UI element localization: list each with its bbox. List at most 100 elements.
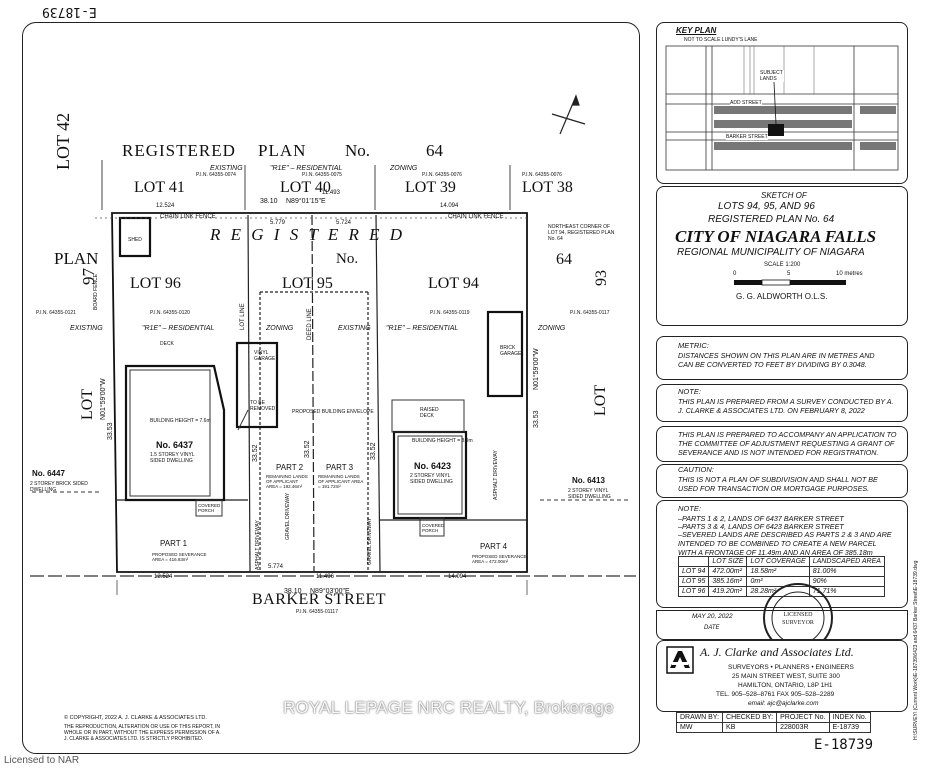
- no-mid-label: No.: [336, 251, 359, 267]
- lot-95-label: LOT 95: [282, 275, 333, 292]
- lot-42-label: LOT 42: [53, 112, 73, 170]
- prep-text: THIS PLAN IS PREPARED TO ACCOMPANY AN AP…: [678, 430, 897, 457]
- asphalt-driveway-2: ASPHALT DRIVEWAY: [493, 450, 499, 500]
- proposed-envelope: PROPOSED BUILDING ENVELOPE: [292, 409, 374, 415]
- brokerage-watermark: ROYAL LEPAGE NRC REALTY, Brokerage: [283, 698, 614, 717]
- dim-3352-c: 33.52: [370, 442, 377, 460]
- pin-top-3: P.I.N. 64355-0076: [422, 172, 462, 178]
- lot-93-label: 93: [593, 270, 610, 286]
- prep-box: [656, 426, 908, 462]
- zoning-top-a: "R1E" – RESIDENTIAL: [270, 165, 343, 172]
- ajc-logo-icon: [666, 646, 694, 674]
- dim-3810-top: 38.10: [260, 198, 278, 205]
- existing-top: EXISTING: [210, 165, 243, 172]
- table-cell: LOT 95: [677, 576, 710, 587]
- title-surveyor: G. G. ALDWORTH O.L.S.: [736, 292, 828, 301]
- date-box: [656, 610, 908, 640]
- pin-mid-4: P.I.N. 64355-0117: [570, 310, 610, 316]
- footer-header-cell: DRAWN BY:: [675, 712, 724, 723]
- dim-3352-b: 33.52: [304, 440, 311, 458]
- footer-value-cell: KB: [722, 722, 778, 733]
- dim-12524-bot: 12.524: [154, 574, 173, 580]
- lot-left-label: LOT: [79, 388, 96, 420]
- coverage-table: LOT SIZE LOT COVERAGE LANDSCAPED AREA LO…: [677, 556, 885, 597]
- note2-line3: –SEVERED LANDS ARE DESCRIBED AS PARTS 2 …: [678, 530, 892, 557]
- house-6413-desc: 2 STOREY VINYL SIDED DWELLING: [568, 488, 611, 500]
- existing-mid: EXISTING: [70, 325, 103, 332]
- company-name: A. J. Clarke and Associates Ltd.: [700, 645, 854, 659]
- pin-mid-2: P.I.N. 64355-0120: [150, 310, 190, 316]
- table-cell: 419.20m²: [708, 586, 748, 597]
- table-cell: 71.71%: [808, 586, 885, 597]
- plan-word-label: PLAN: [258, 141, 307, 160]
- date-value: MAY 20, 2022: [692, 613, 733, 620]
- copyright-line: © COPYRIGHT, 2022 A. J. CLARKE & ASSOCIA…: [64, 715, 207, 721]
- house-6437-desc: 1.5 STOREY VINYL SIDED DWELLING: [150, 452, 195, 464]
- pin-mid-1: P.I.N. 64355-0121: [36, 310, 76, 316]
- note-box: [656, 384, 908, 422]
- scale-bar: [734, 279, 846, 286]
- bearing-side-r: N01°59'00"W: [533, 348, 540, 390]
- drawing-number-bottom: E-18739: [814, 737, 874, 753]
- nw-corner-note: NORTHEAST CORNER OF LOT 94, REGISTERED P…: [548, 224, 615, 242]
- board-fence: BOARD FENCE: [93, 273, 99, 310]
- note2-line1: –PARTS 1 & 2, LANDS OF 6437 BARKER STREE…: [678, 514, 844, 523]
- pin-street: P.I.N. 64355-01117: [296, 609, 338, 615]
- covered-porch-2: COVERED PORCH: [422, 523, 445, 533]
- copyright-text: THE REPRODUCTION, ALTERATION OR USE OF T…: [64, 724, 221, 742]
- gravel-driveway-2: GRAVEL DRIVEWAY: [367, 517, 373, 565]
- side-path: H:\SURVEY\ (Current Work)\E-18739\6423 a…: [913, 560, 919, 740]
- note2-title: NOTE:: [678, 504, 701, 513]
- title-lots: LOTS 94, 95, AND 96: [718, 201, 815, 212]
- footer-header-row: DRAWN BY: CHECKED BY: PROJECT No. INDEX …: [675, 712, 871, 723]
- lot-40-label: LOT 40: [280, 179, 331, 196]
- house-6447-desc: 2 STOREY BRICK SIDED DWELLING: [30, 481, 88, 493]
- scale-10: 10 metres: [836, 271, 863, 277]
- part3-desc: REMAINING LANDS OF APPLICANT AREA = 191.…: [318, 474, 364, 489]
- chain-link-1: CHAIN LINK FENCE: [160, 214, 216, 220]
- company-services: SURVEYORS • PLANNERS • ENGINEERS: [728, 664, 854, 671]
- metric-title: METRIC:: [678, 341, 709, 350]
- dim-14094-bot: 14.094: [448, 574, 467, 580]
- deed-line-label: DEED LINE: [307, 308, 313, 340]
- part3-label: PART 3: [326, 463, 354, 472]
- pin-top-1: P.I.N. 64355-0074: [196, 172, 236, 178]
- lot-line-label: LOT LINE: [240, 303, 246, 330]
- metric-box: [656, 336, 908, 380]
- coverage-header-cell: [677, 556, 710, 567]
- coverage-header-row: LOT SIZE LOT COVERAGE LANDSCAPED AREA: [677, 556, 885, 567]
- chain-link-2: CHAIN LINK FENCE: [448, 214, 504, 220]
- bearing-top: N89°01'15"E: [286, 198, 326, 205]
- company-address-2: HAMILTON, ONTARIO, L8P 1H1: [738, 682, 833, 689]
- title-registered-plan: REGISTERED PLAN No. 64: [708, 214, 835, 225]
- scale-5: 5: [787, 271, 791, 277]
- key-plan-nts: NOT TO SCALE LUNDY'S LANE: [684, 37, 758, 43]
- caution-box: [656, 464, 908, 498]
- key-street-a: ADD STREET: [730, 100, 762, 106]
- dim-5724: 5.724: [336, 220, 352, 226]
- note2-line2: –PARTS 3 & 4, LANDS OF 6423 BARKER STREE…: [678, 522, 844, 531]
- footer-header-cell: INDEX No.: [828, 712, 871, 723]
- zoning-mid2-a: "R1E" – RESIDENTIAL: [386, 325, 459, 332]
- plan-64-mid: 64: [556, 251, 572, 268]
- part1-label: PART 1: [160, 539, 188, 548]
- table-row: LOT 94 472.00m² 18.58m² 81.00%: [677, 566, 885, 577]
- bearing-side-l: N01°59'00"W: [100, 378, 107, 420]
- dim-3810-bot: 38.10: [284, 588, 302, 595]
- company-email: email: ajc@ajclarke.com: [748, 700, 819, 707]
- part4-label: PART 4: [480, 542, 508, 551]
- house-6423-height: BUILDING HEIGHT = 8.9m: [412, 438, 473, 444]
- key-plan-title: KEY PLAN: [676, 26, 717, 35]
- house-6423-desc: 2 STOREY VINYL SIDED DWELLING: [410, 473, 453, 485]
- title-region: REGIONAL MUNICIPALITY OF NIAGARA: [677, 247, 865, 258]
- raised-deck: RAISED DECK: [420, 407, 439, 419]
- registered-spaced: R E G I S T E R E D: [210, 225, 406, 244]
- dim-11496-bot: 11.496: [316, 574, 334, 580]
- street-name: BARKER STREET: [252, 591, 387, 608]
- bearing-bottom: N89°03'00"E: [310, 588, 350, 595]
- plan-number-label: 64: [426, 141, 443, 160]
- pin-mid-3: P.I.N. 64355-0119: [430, 310, 470, 316]
- metric-text: DISTANCES SHOWN ON THIS PLAN ARE IN METR…: [678, 351, 875, 369]
- note-title: NOTE:: [678, 387, 701, 396]
- footer-value-cell: E-18739: [828, 722, 871, 733]
